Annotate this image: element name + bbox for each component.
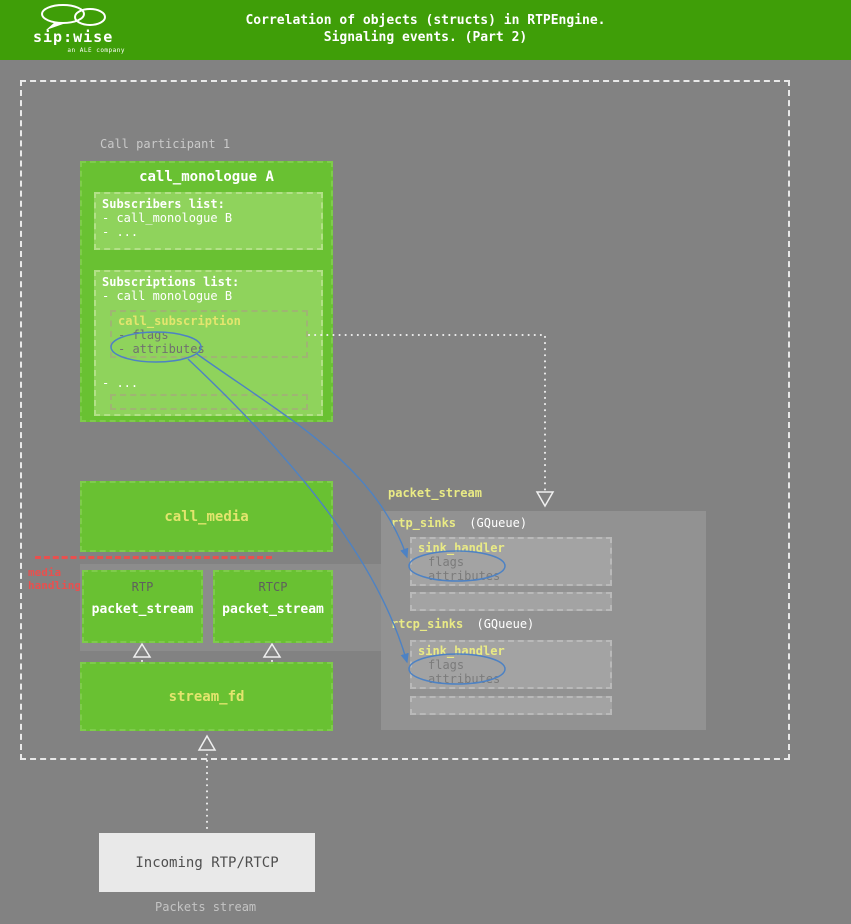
rtp-sinks-type: (GQueue) <box>469 516 528 530</box>
speech-bubbles-icon <box>41 4 106 30</box>
packets-stream-caption: Packets stream <box>155 900 257 914</box>
call-monologue-box: call_monologue A Subscribers list: - cal… <box>80 161 333 422</box>
rtcp-tag: RTCP <box>258 580 288 594</box>
rtp-sink-handler-box: sink_handler flags attributes <box>410 537 612 586</box>
rtcp-sink-placeholder-box <box>410 696 612 715</box>
subscriptions-ellipsis: - ... <box>102 376 139 390</box>
sinks-panel-title: packet_stream <box>388 486 482 500</box>
call-subscription-box: call_subscription - flags - attributes <box>110 310 308 358</box>
header-bar: sip:wise an ALE company Correlation of o… <box>0 0 851 60</box>
rtp-sinks-row: rtp_sinks (GQueue) <box>391 516 527 530</box>
call-participant-label: Call participant 1 <box>100 137 231 151</box>
logo-wordmark: sip:wise <box>33 28 114 46</box>
page-title-line1: Correlation of objects (structs) in RTPE… <box>245 13 606 28</box>
subscribers-list-title: Subscribers list: <box>102 197 225 211</box>
rtp-packet-stream-box: RTP packet_stream <box>82 570 203 643</box>
rtcp-sink-handler-attributes: attributes <box>428 672 501 686</box>
rtcp-sinks-row: rtcp_sinks (GQueue) <box>391 617 534 631</box>
subscribers-list-box: Subscribers list: - call_monologue B - .… <box>94 192 323 250</box>
rtp-sink-handler-title: sink_handler <box>418 541 505 555</box>
stream-fd-box: stream_fd <box>80 662 333 731</box>
media-handling-label: media handling <box>28 566 81 592</box>
rtcp-sink-handler-box: sink_handler flags attributes <box>410 640 612 689</box>
subscriptions-item: - call monologue B <box>102 289 233 303</box>
media-handling-label-line2: handling <box>28 579 81 592</box>
call-subscription-attributes: - attributes <box>118 342 205 356</box>
subscriptions-list-title: Subscriptions list: <box>102 275 240 289</box>
media-handling-label-line1: media <box>28 566 62 579</box>
subscribers-item-ellipsis: - ... <box>102 225 139 239</box>
rtcp-sinks-label: rtcp_sinks <box>391 617 464 631</box>
rtp-sink-handler-flags: flags <box>428 555 465 569</box>
subscribers-item: - call_monologue B <box>102 211 233 225</box>
call-subscription-flags: - flags <box>118 328 169 342</box>
subscription-placeholder-box <box>110 394 308 410</box>
call-media-box: call_media <box>80 481 333 552</box>
rtcp-packet-stream-title: packet_stream <box>222 602 324 617</box>
page-title-line2: Signaling events. (Part 2) <box>323 30 528 45</box>
rtp-tag: RTP <box>131 580 154 594</box>
media-handling-divider <box>35 556 272 559</box>
subscriptions-list-box: Subscriptions list: - call monologue B c… <box>94 270 323 416</box>
call-monologue-title: call_monologue A <box>139 169 274 185</box>
page-title: Correlation of objects (structs) in RTPE… <box>0 12 851 46</box>
rtp-sink-placeholder-box <box>410 592 612 611</box>
sinks-panel: rtp_sinks (GQueue) sink_handler flags at… <box>381 511 706 730</box>
sipwise-logo: sip:wise an ALE company <box>33 3 125 54</box>
logo-tagline: an ALE company <box>67 47 125 54</box>
rtp-sink-handler-attributes: attributes <box>428 569 501 583</box>
rtp-packet-stream-title: packet_stream <box>91 602 194 617</box>
incoming-rtp-title: Incoming RTP/RTCP <box>135 854 279 871</box>
rtcp-packet-stream-box: RTCP packet_stream <box>213 570 333 643</box>
incoming-rtp-box: Incoming RTP/RTCP <box>99 833 315 892</box>
rtcp-sink-handler-flags: flags <box>428 658 465 672</box>
rtcp-sink-handler-title: sink_handler <box>418 644 505 658</box>
call-subscription-title: call_subscription <box>118 314 241 328</box>
call-media-title: call_media <box>164 508 249 525</box>
rtp-sinks-label: rtp_sinks <box>391 516 457 530</box>
rtcp-sinks-type: (GQueue) <box>476 617 535 631</box>
stream-fd-title: stream_fd <box>168 688 245 705</box>
call-participant-frame <box>20 80 790 760</box>
